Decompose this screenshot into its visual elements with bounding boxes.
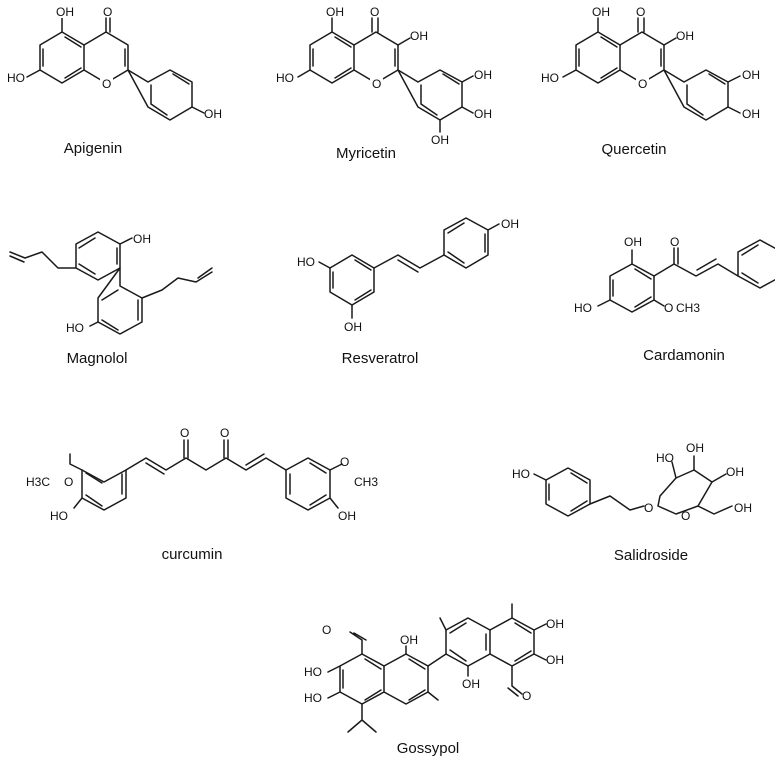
- apigenin-group-1: OH: [56, 5, 74, 19]
- myricetin-structure: OH O OH HO O OH OH OH: [276, 5, 492, 147]
- curcumin-group-1: O: [180, 426, 189, 440]
- salidroside-group-4: HO: [656, 451, 674, 465]
- resveratrol-group-1: OH: [501, 217, 519, 231]
- myricetin-group-3: OH: [410, 29, 428, 43]
- quercetin-group-2: O: [636, 5, 645, 19]
- caption-myricetin: Myricetin: [335, 145, 397, 162]
- myricetin-group-1: OH: [326, 5, 344, 19]
- cardamonin-group-5: CH3: [676, 301, 700, 315]
- salidroside-group-5: OH: [686, 441, 704, 455]
- gossypol-group-5: OH: [462, 677, 480, 691]
- salidroside-group-6: OH: [726, 465, 744, 479]
- salidroside-group-2: O: [644, 501, 653, 515]
- resveratrol-group-3: OH: [344, 320, 362, 334]
- salidroside-group-1: HO: [512, 467, 530, 481]
- salidroside-group-7: OH: [734, 501, 752, 515]
- apigenin-group-2: O: [103, 5, 112, 19]
- myricetin-group-2: O: [370, 5, 379, 19]
- gossypol-group-8: O: [522, 689, 531, 703]
- myricetin-group-7: OH: [474, 107, 492, 121]
- quercetin-group-6: OH: [742, 68, 760, 82]
- curcumin-group-7: HO: [50, 509, 68, 523]
- apigenin-group-3: HO: [7, 71, 25, 85]
- gossypol-structure: O OH HO HO OH OH OH O: [304, 603, 564, 733]
- myricetin-group-4: HO: [276, 71, 294, 85]
- quercetin-group-4: HO: [541, 71, 559, 85]
- caption-apigenin: Apigenin: [63, 140, 123, 157]
- gossypol-group-4: HO: [304, 691, 322, 705]
- gossypol-group-6: OH: [546, 617, 564, 631]
- curcumin-group-2: O: [220, 426, 229, 440]
- apigenin-group-5: OH: [204, 107, 222, 121]
- caption-resveratrol: Resveratrol: [341, 350, 419, 367]
- magnolol-group-1: OH: [133, 232, 151, 246]
- cardamonin-group-1: OH: [624, 235, 642, 249]
- caption-gossypol: Gossypol: [396, 740, 460, 757]
- magnolol-group-2: HO: [66, 321, 84, 335]
- resveratrol-structure: OH HO OH: [297, 217, 519, 334]
- caption-quercetin: Quercetin: [601, 141, 667, 158]
- myricetin-group-5: O: [372, 77, 381, 91]
- myricetin-group-8: OH: [431, 133, 449, 147]
- quercetin-structure: OH O OH HO O OH OH: [541, 5, 760, 121]
- curcumin-group-6: CH3: [354, 475, 378, 489]
- quercetin-group-3: OH: [676, 29, 694, 43]
- quercetin-group-7: OH: [742, 107, 760, 121]
- cardamonin-group-4: O: [664, 301, 673, 315]
- caption-salidroside: Salidroside: [613, 547, 689, 564]
- gossypol-group-7: OH: [546, 653, 564, 667]
- gossypol-group-2: OH: [400, 633, 418, 647]
- caption-magnolol: Magnolol: [66, 350, 128, 367]
- resveratrol-group-2: HO: [297, 255, 315, 269]
- quercetin-group-5: O: [638, 77, 647, 91]
- quercetin-group-1: OH: [592, 5, 610, 19]
- salidroside-structure: HO O O HO OH OH OH: [512, 441, 752, 523]
- gossypol-group-3: HO: [304, 665, 322, 679]
- curcumin-structure: O O H3C O O CH3 HO OH: [26, 426, 378, 523]
- apigenin-structure: OH O HO O OH: [7, 4, 222, 121]
- apigenin-group-4: O: [102, 77, 111, 91]
- myricetin-group-6: OH: [474, 68, 492, 82]
- cardamonin-group-3: HO: [574, 301, 592, 315]
- curcumin-group-4: O: [64, 475, 73, 489]
- cardamonin-group-2: O: [670, 235, 679, 249]
- caption-curcumin: curcumin: [161, 546, 223, 563]
- curcumin-group-3: H3C: [26, 475, 50, 489]
- salidroside-group-3: O: [681, 509, 690, 523]
- curcumin-group-8: OH: [338, 509, 356, 523]
- gossypol-group-1: O: [322, 623, 331, 637]
- cardamonin-structure: OH O HO O CH3: [574, 235, 775, 315]
- magnolol-structure: OH HO: [9, 231, 213, 335]
- caption-cardamonin: Cardamonin: [643, 347, 725, 364]
- curcumin-group-5: O: [340, 455, 349, 469]
